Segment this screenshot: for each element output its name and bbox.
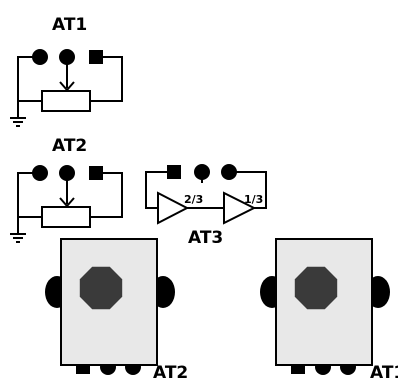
pin-dot <box>221 164 237 180</box>
buffer-b-label: 1/3 <box>244 193 263 206</box>
pin-square <box>89 166 103 180</box>
knob-icon <box>79 266 123 310</box>
component-at2: AT2 <box>45 238 188 382</box>
component-at1-label: AT1 <box>370 363 398 382</box>
at3-schematic: 2/3 1/3 AT3 <box>145 164 267 248</box>
potentiometer-icon <box>41 206 91 228</box>
pin-dot <box>194 164 210 180</box>
at3-title: AT3 <box>188 228 223 248</box>
at2-title: AT2 <box>52 136 87 156</box>
buffer-a-label: 2/3 <box>184 193 203 206</box>
knob-icon <box>294 266 338 310</box>
ground-icon <box>10 233 26 243</box>
ground-icon <box>10 117 26 127</box>
potentiometer-icon <box>41 90 91 112</box>
pin-square <box>167 165 181 179</box>
pin-dot <box>32 49 48 65</box>
pin-dot <box>32 165 48 181</box>
pin-dot <box>59 49 75 65</box>
component-at2-label: AT2 <box>153 363 188 382</box>
pin-square <box>89 50 103 64</box>
component-at1: AT1 <box>260 238 398 382</box>
at1-title: AT1 <box>52 15 87 35</box>
at1-schematic: AT1 <box>10 15 123 127</box>
at2-schematic: AT2 <box>10 136 123 243</box>
buffer-triangle-icon <box>157 191 190 225</box>
pin-dot <box>59 165 75 181</box>
buffer-triangle-icon <box>223 191 257 225</box>
